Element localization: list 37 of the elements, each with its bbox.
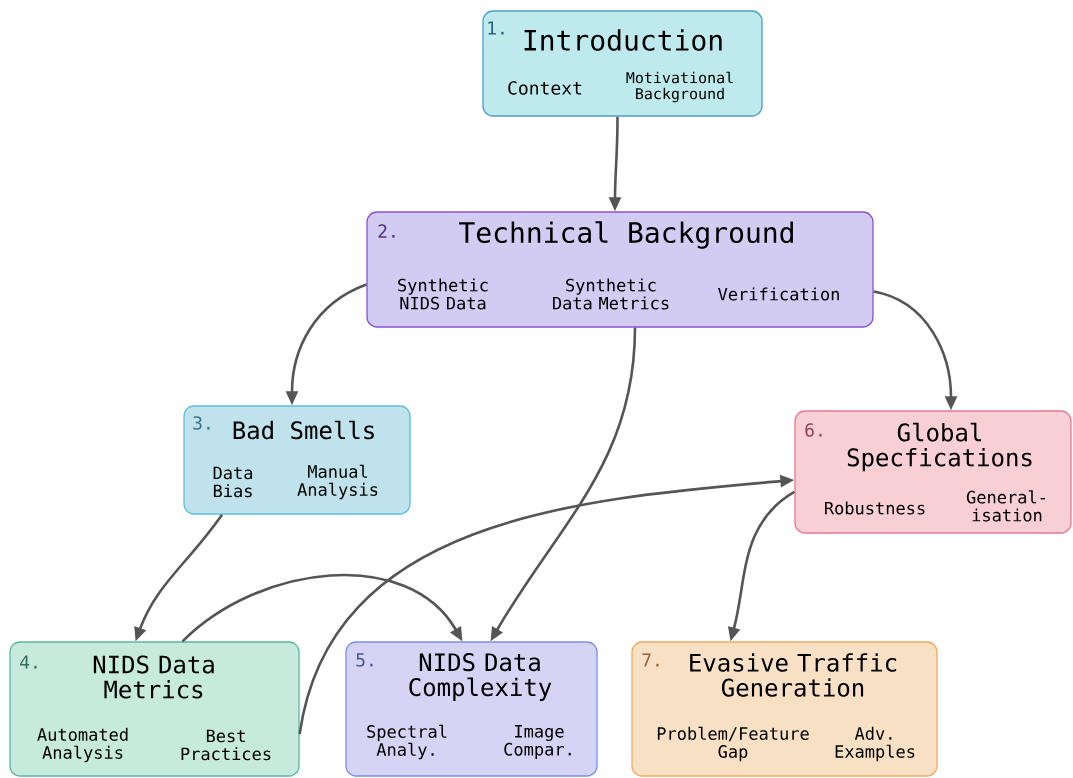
box-title: Introduction [524,29,722,51]
section-box [794,410,1072,534]
section-box [631,641,938,777]
section-number: 6. [805,423,822,437]
box-title: Evasive Traffic Generation [690,653,897,697]
section-box [345,641,598,777]
section-number: 4. [20,655,37,669]
box-title: Technical Background [459,221,793,249]
box-title: NIDS Data Metrics [93,655,214,699]
box-title: NIDS Data Complexity [409,653,552,701]
section-number: 3. [193,416,210,430]
section-number: 7. [642,653,659,667]
box-title: Bad Smells [233,420,374,440]
section-box [366,211,874,328]
section-number: 2. [378,224,395,238]
topic-label: Manual Analysis [297,464,378,500]
section-box [183,405,411,515]
section-number: 1. [488,21,504,35]
topic-label: Spectral Analy. [367,724,447,760]
topic-label: Verification [718,287,839,301]
topic-label: General- isation [966,490,1045,522]
topic-label: Robustness [825,501,925,515]
topic-label: Motivational Background [626,71,733,103]
topic-label: Synthetic NIDS Data [398,278,488,310]
section-box [9,641,300,777]
topic-label: Automated Analysis [37,727,128,763]
topic-label: Synthetic Data Metrics [553,278,669,310]
topic-label: Context [508,81,582,95]
section-box [482,10,763,117]
section-number: 5. [356,653,373,667]
topic-label: Best Practices [181,729,271,761]
topic-label: Image Compar. [504,725,571,759]
topic-label: Adv. Examples [835,726,915,762]
arrow [181,574,463,643]
topic-label: Data Bias [213,466,253,498]
box-title: Global Specfications [847,422,1032,472]
topic-label: Problem/Feature Gap [657,726,809,762]
